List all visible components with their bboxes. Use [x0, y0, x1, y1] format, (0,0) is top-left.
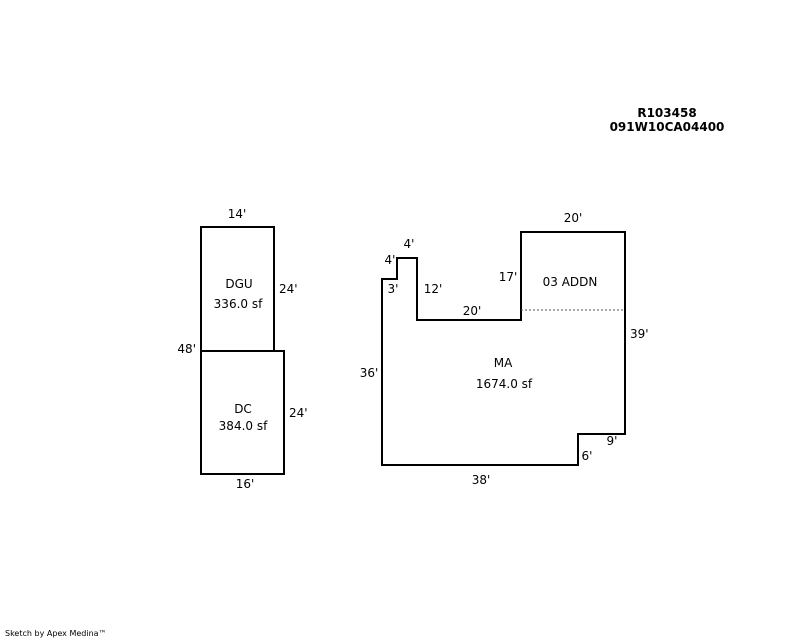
dgu-right-dimension: 24' [279, 282, 298, 296]
sketch-credit: Sketch by Apex Medina™ [5, 629, 107, 638]
ma-38-dimension: 38' [472, 473, 491, 487]
dc-outline [200, 350, 285, 475]
dc-area: 384.0 sf [219, 419, 268, 433]
dc-label: DC [234, 402, 252, 416]
ma-notch-top-dimension: 4' [404, 237, 415, 251]
ma-39-dimension: 39' [630, 327, 649, 341]
addn-label: 03 ADDN [543, 275, 598, 289]
ma-17-dimension: 17' [499, 270, 518, 284]
addn-top-dimension: 20' [564, 211, 583, 225]
dgu-area: 336.0 sf [214, 297, 263, 311]
account-number: R103458 [637, 106, 696, 120]
ma-12-dimension: 12' [424, 282, 443, 296]
left-48-dimension: 48' [177, 342, 196, 356]
dc-right-dimension: 24' [289, 406, 308, 420]
ma-36-dimension: 36' [360, 366, 379, 380]
dgu-label: DGU [225, 277, 252, 291]
ma-9-dimension: 9' [607, 434, 618, 448]
ma-area: 1674.0 sf [476, 377, 533, 391]
ma-6-dimension: 6' [582, 449, 593, 463]
ma-label: MA [494, 356, 513, 370]
ma-20-inner-dimension: 20' [463, 304, 482, 318]
ma-notch-left-dimension: 4' [385, 253, 396, 267]
dgu-top-dimension: 14' [228, 207, 247, 221]
map-tax-lot-number: 091W10CA04400 [610, 120, 725, 134]
dc-bottom-dimension: 16' [236, 477, 255, 491]
ma-outline [381, 231, 626, 466]
ma-3-dimension: 3' [388, 282, 399, 296]
